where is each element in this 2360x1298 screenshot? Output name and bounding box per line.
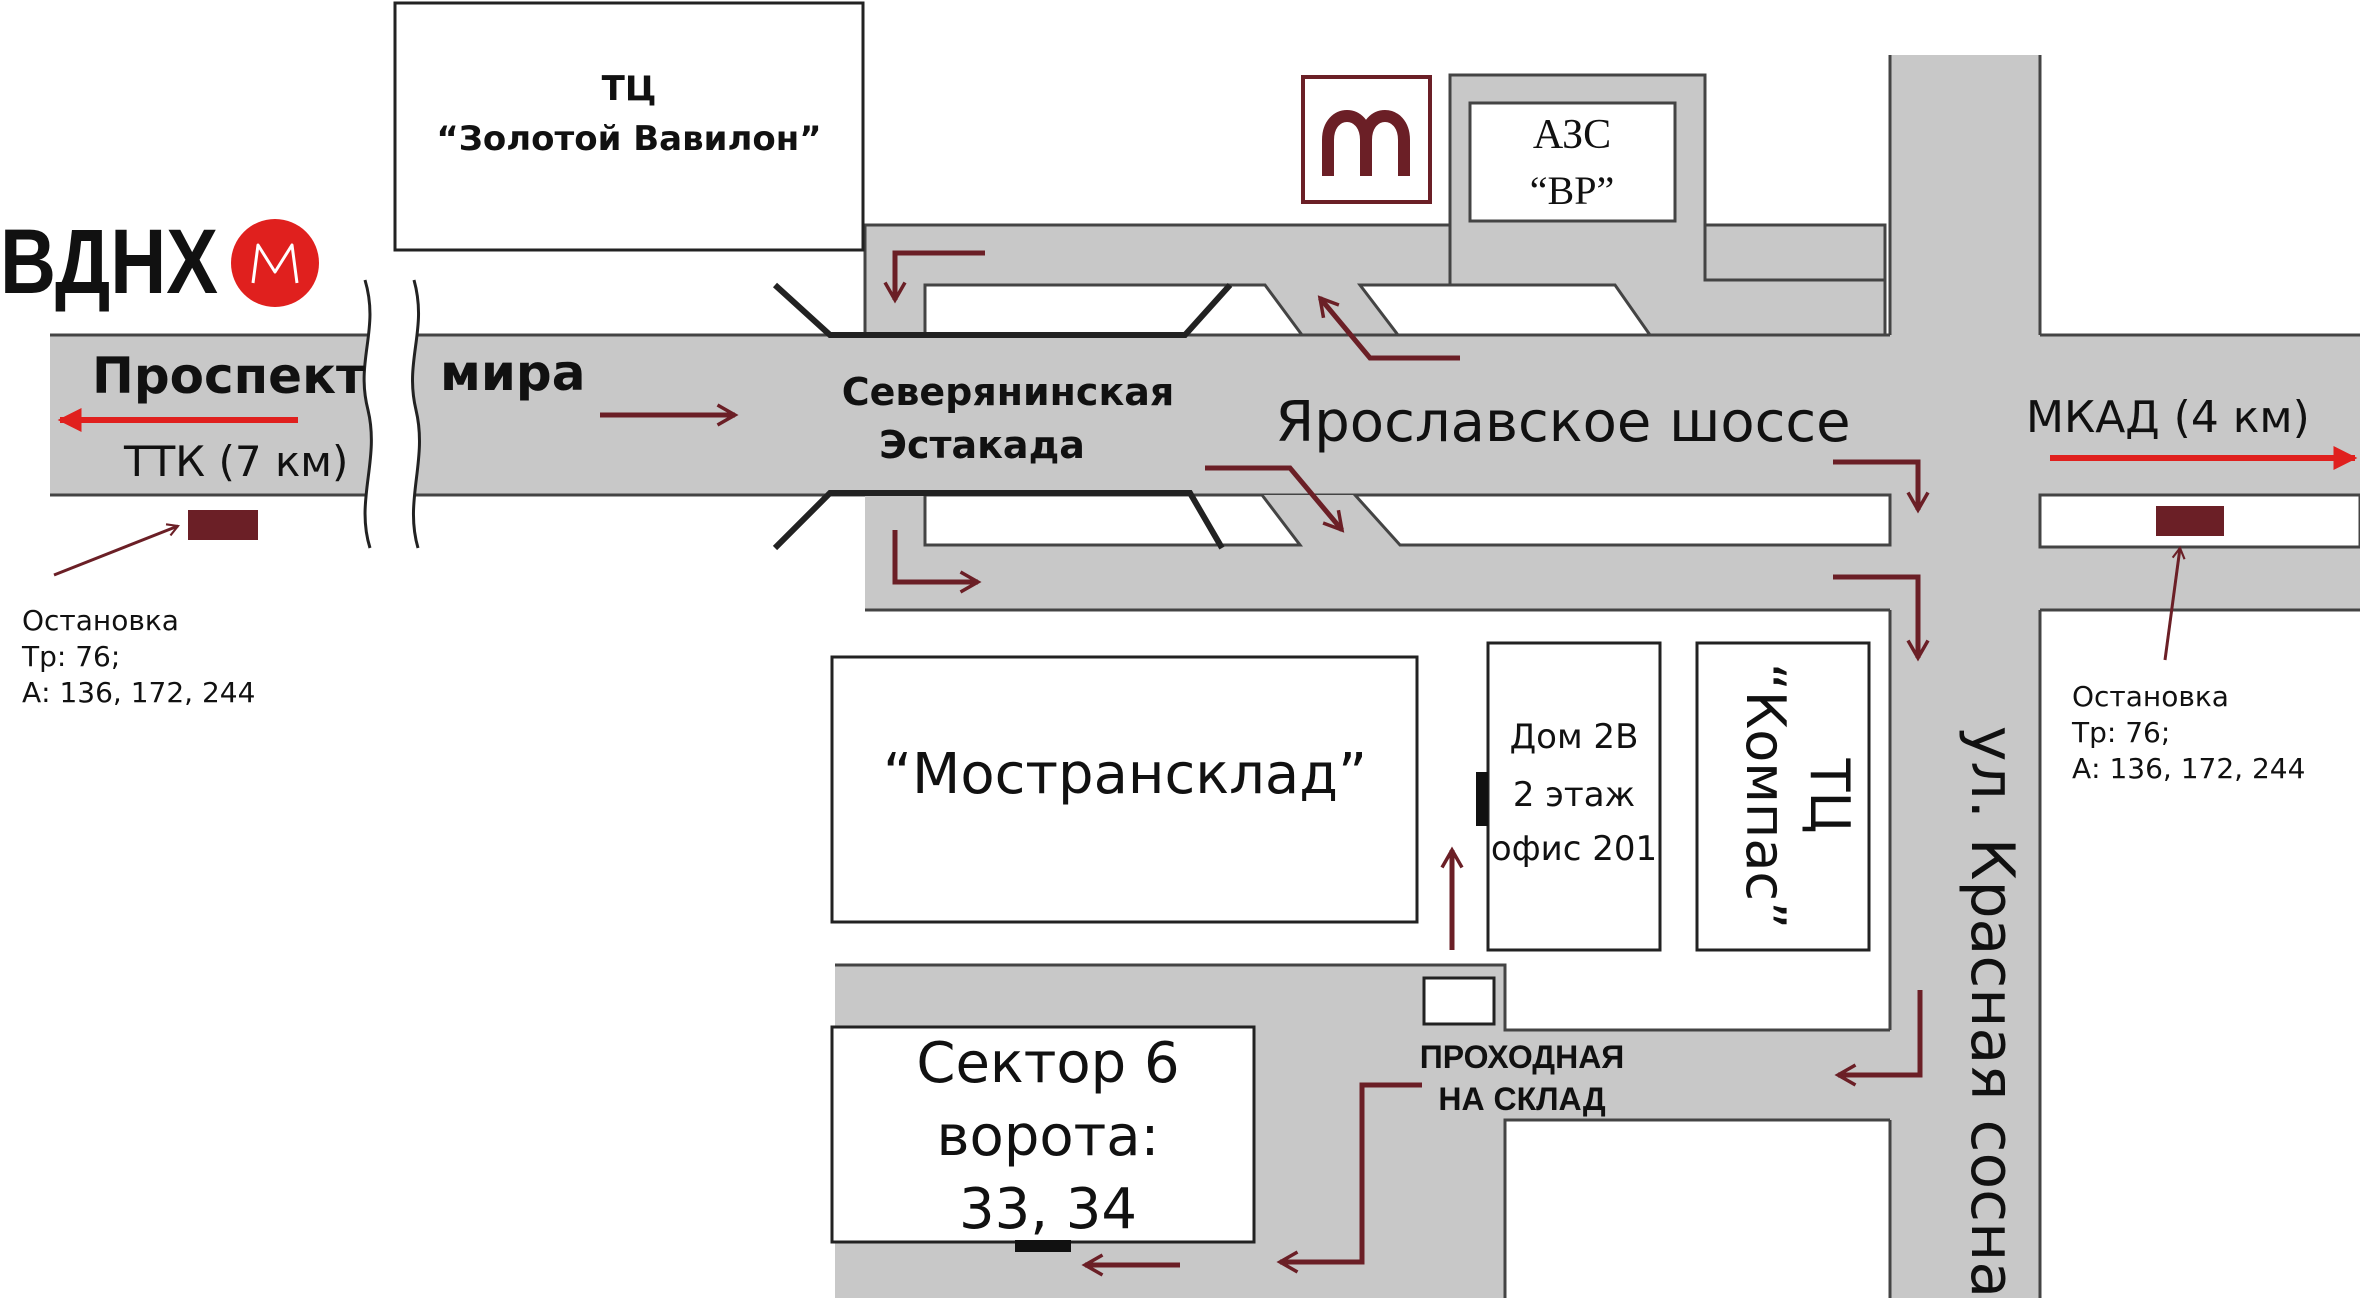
mostransklad-label: “Мострансклад” — [883, 742, 1367, 807]
zolotoy-vavilon-line1: ТЦ — [602, 69, 657, 109]
route-arrow — [1317, 295, 1460, 361]
sector-line2: ворота: — [937, 1104, 1160, 1169]
stop-line1: Тр: 76; — [2071, 716, 2170, 749]
route-arrow — [892, 530, 982, 594]
buildings: ТЦ “Золотой Вавилон” АЗС “BP” “Мостранск… — [393, 1, 1871, 1252]
azs-line1: АЗС — [1533, 112, 1611, 158]
road-break — [364, 280, 420, 548]
stop-line2: А: 136, 172, 244 — [2072, 752, 2305, 785]
island-upper-right — [1356, 283, 1653, 337]
krasnaya-sosna-label: ул. Красная сосна — [1957, 726, 2027, 1298]
ttk-label: ТТК (7 км) — [123, 437, 348, 486]
bus-stop-left: Остановка Тр: 76; А: 136, 172, 244 — [21, 510, 258, 709]
island-lower-left — [923, 493, 1304, 547]
building-kompas — [1695, 641, 1871, 952]
stop-marker — [188, 510, 258, 540]
overpass-edges — [772, 282, 1233, 551]
route-arrow — [1205, 465, 1345, 533]
bus-stop-right: Остановка Тр: 76; А: 136, 172, 244 — [2071, 506, 2305, 785]
building-zolotoy-vavilon — [393, 1, 865, 252]
dom-line2: 2 этаж — [1513, 775, 1635, 815]
road-krasnaya-sosna — [1890, 55, 2040, 1298]
island-upper-left — [923, 283, 1305, 337]
dom-line3: офис 201 — [1491, 829, 1657, 869]
azs-bp — [1468, 101, 1677, 223]
route-arrow — [1276, 1082, 1422, 1274]
metro-m-icon — [1301, 75, 1432, 204]
mira-label: мира — [440, 344, 585, 402]
prohodnaya-line1: ПРОХОДНАЯ — [1420, 1039, 1625, 1075]
gate-marker — [1015, 1240, 1071, 1252]
kompas-line2: “Компас” — [1734, 663, 1797, 929]
kompas-line1: ТЦ — [1798, 758, 1861, 834]
stop-line1: Тр: 76; — [21, 640, 120, 673]
stop-line2: А: 136, 172, 244 — [22, 676, 255, 709]
stop-title: Остановка — [2072, 680, 2229, 713]
route-arrow — [1834, 990, 1923, 1087]
estakada-line1: Северянинская — [842, 370, 1175, 414]
dom-line1: Дом 2В — [1510, 717, 1639, 757]
yaroslavskoe-label: Ярославское шоссе — [1275, 390, 1850, 455]
estakada-line2: Эстакада — [879, 423, 1085, 467]
zolotoy-vavilon-line2: “Золотой Вавилон” — [436, 119, 821, 159]
island-lower-right — [1351, 493, 1892, 547]
prospekt-label: Проспект — [92, 347, 365, 405]
vdnh-label: ВДНХ — [0, 211, 218, 313]
mkad-label: МКАД (4 км) — [2026, 392, 2310, 443]
entrance-dom — [1476, 772, 1488, 826]
azs-line2: “BP” — [1530, 168, 1614, 213]
direction-arrows — [57, 408, 2358, 470]
sector-line1: Сектор 6 — [916, 1031, 1179, 1096]
checkpoint-booth — [1422, 976, 1496, 1026]
route-arrow — [1833, 574, 1930, 662]
building-sector-6 — [830, 1025, 1256, 1244]
route-arrows — [600, 250, 1930, 1277]
sector-line3: 33, 34 — [959, 1177, 1137, 1242]
building-dom-2v — [1486, 641, 1662, 952]
stop-title: Остановка — [22, 604, 179, 637]
metro-m-circle-icon — [231, 219, 319, 307]
stop-marker — [2156, 506, 2224, 536]
building-mostransklad — [830, 655, 1419, 924]
roads — [50, 55, 2360, 1298]
route-arrow — [883, 250, 985, 304]
prohodnaya-line2: НА СКЛАД — [1438, 1081, 1606, 1117]
route-arrow — [1833, 459, 1930, 514]
